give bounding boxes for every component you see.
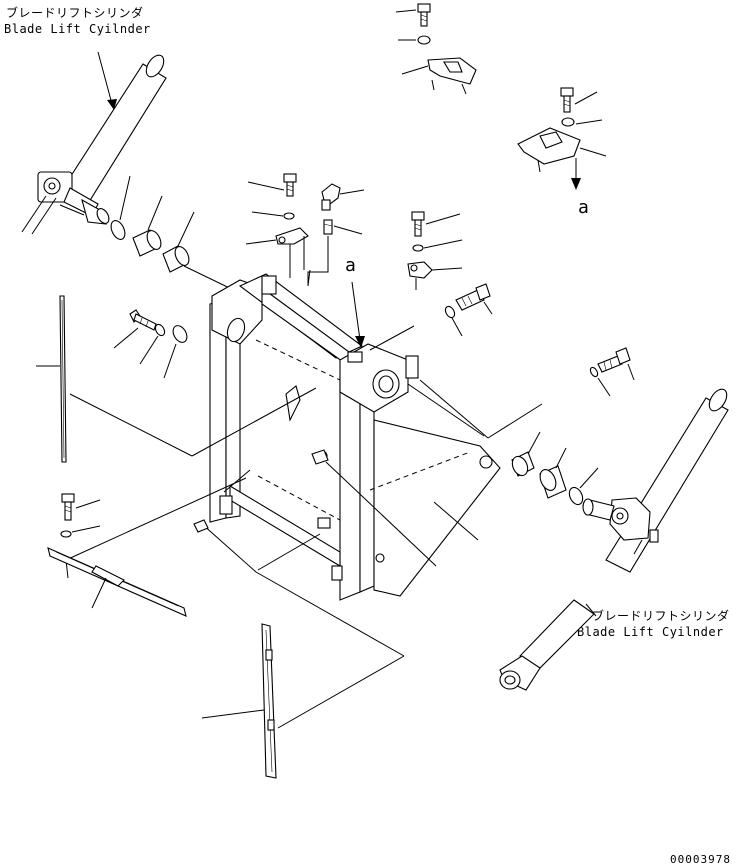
left-cylinder-label-ja: ブレードリフトシリンダ bbox=[6, 6, 144, 20]
right-cylinder-bushings bbox=[511, 431, 599, 506]
right-cylinder-label-en: Blade Lift Cyilnder bbox=[577, 625, 724, 639]
left-cylinder-label-en: Blade Lift Cyilnder bbox=[4, 22, 151, 36]
left-blade-lift-cylinder bbox=[21, 51, 167, 235]
right-cylinder-bolt bbox=[589, 347, 635, 397]
left-side-plate bbox=[36, 295, 67, 463]
right-blade-lift-cylinder bbox=[499, 388, 729, 691]
left-pin-bolt bbox=[113, 309, 188, 379]
assembly-leaders bbox=[65, 269, 543, 729]
upper-left-fittings bbox=[245, 173, 309, 278]
reference-a-bracket: a bbox=[578, 197, 590, 218]
frame-side-bolt bbox=[444, 283, 493, 337]
right-upper-fittings bbox=[407, 211, 463, 290]
left-cylinder-bushings bbox=[110, 175, 247, 297]
right-bracket-assembly bbox=[517, 87, 607, 190]
right-cylinder-label-ja: ブレードリフトシリンダ bbox=[592, 609, 730, 623]
top-bracket-assembly bbox=[395, 3, 477, 95]
bottom-vertical-plate bbox=[201, 623, 277, 779]
lower-left-plate-assembly bbox=[47, 493, 187, 617]
clips bbox=[193, 449, 329, 533]
elbow-fitting bbox=[307, 183, 365, 286]
reference-a-frame: a bbox=[345, 255, 357, 276]
drawing-number: 00003978 bbox=[670, 853, 731, 866]
main-lift-frame bbox=[209, 273, 501, 601]
